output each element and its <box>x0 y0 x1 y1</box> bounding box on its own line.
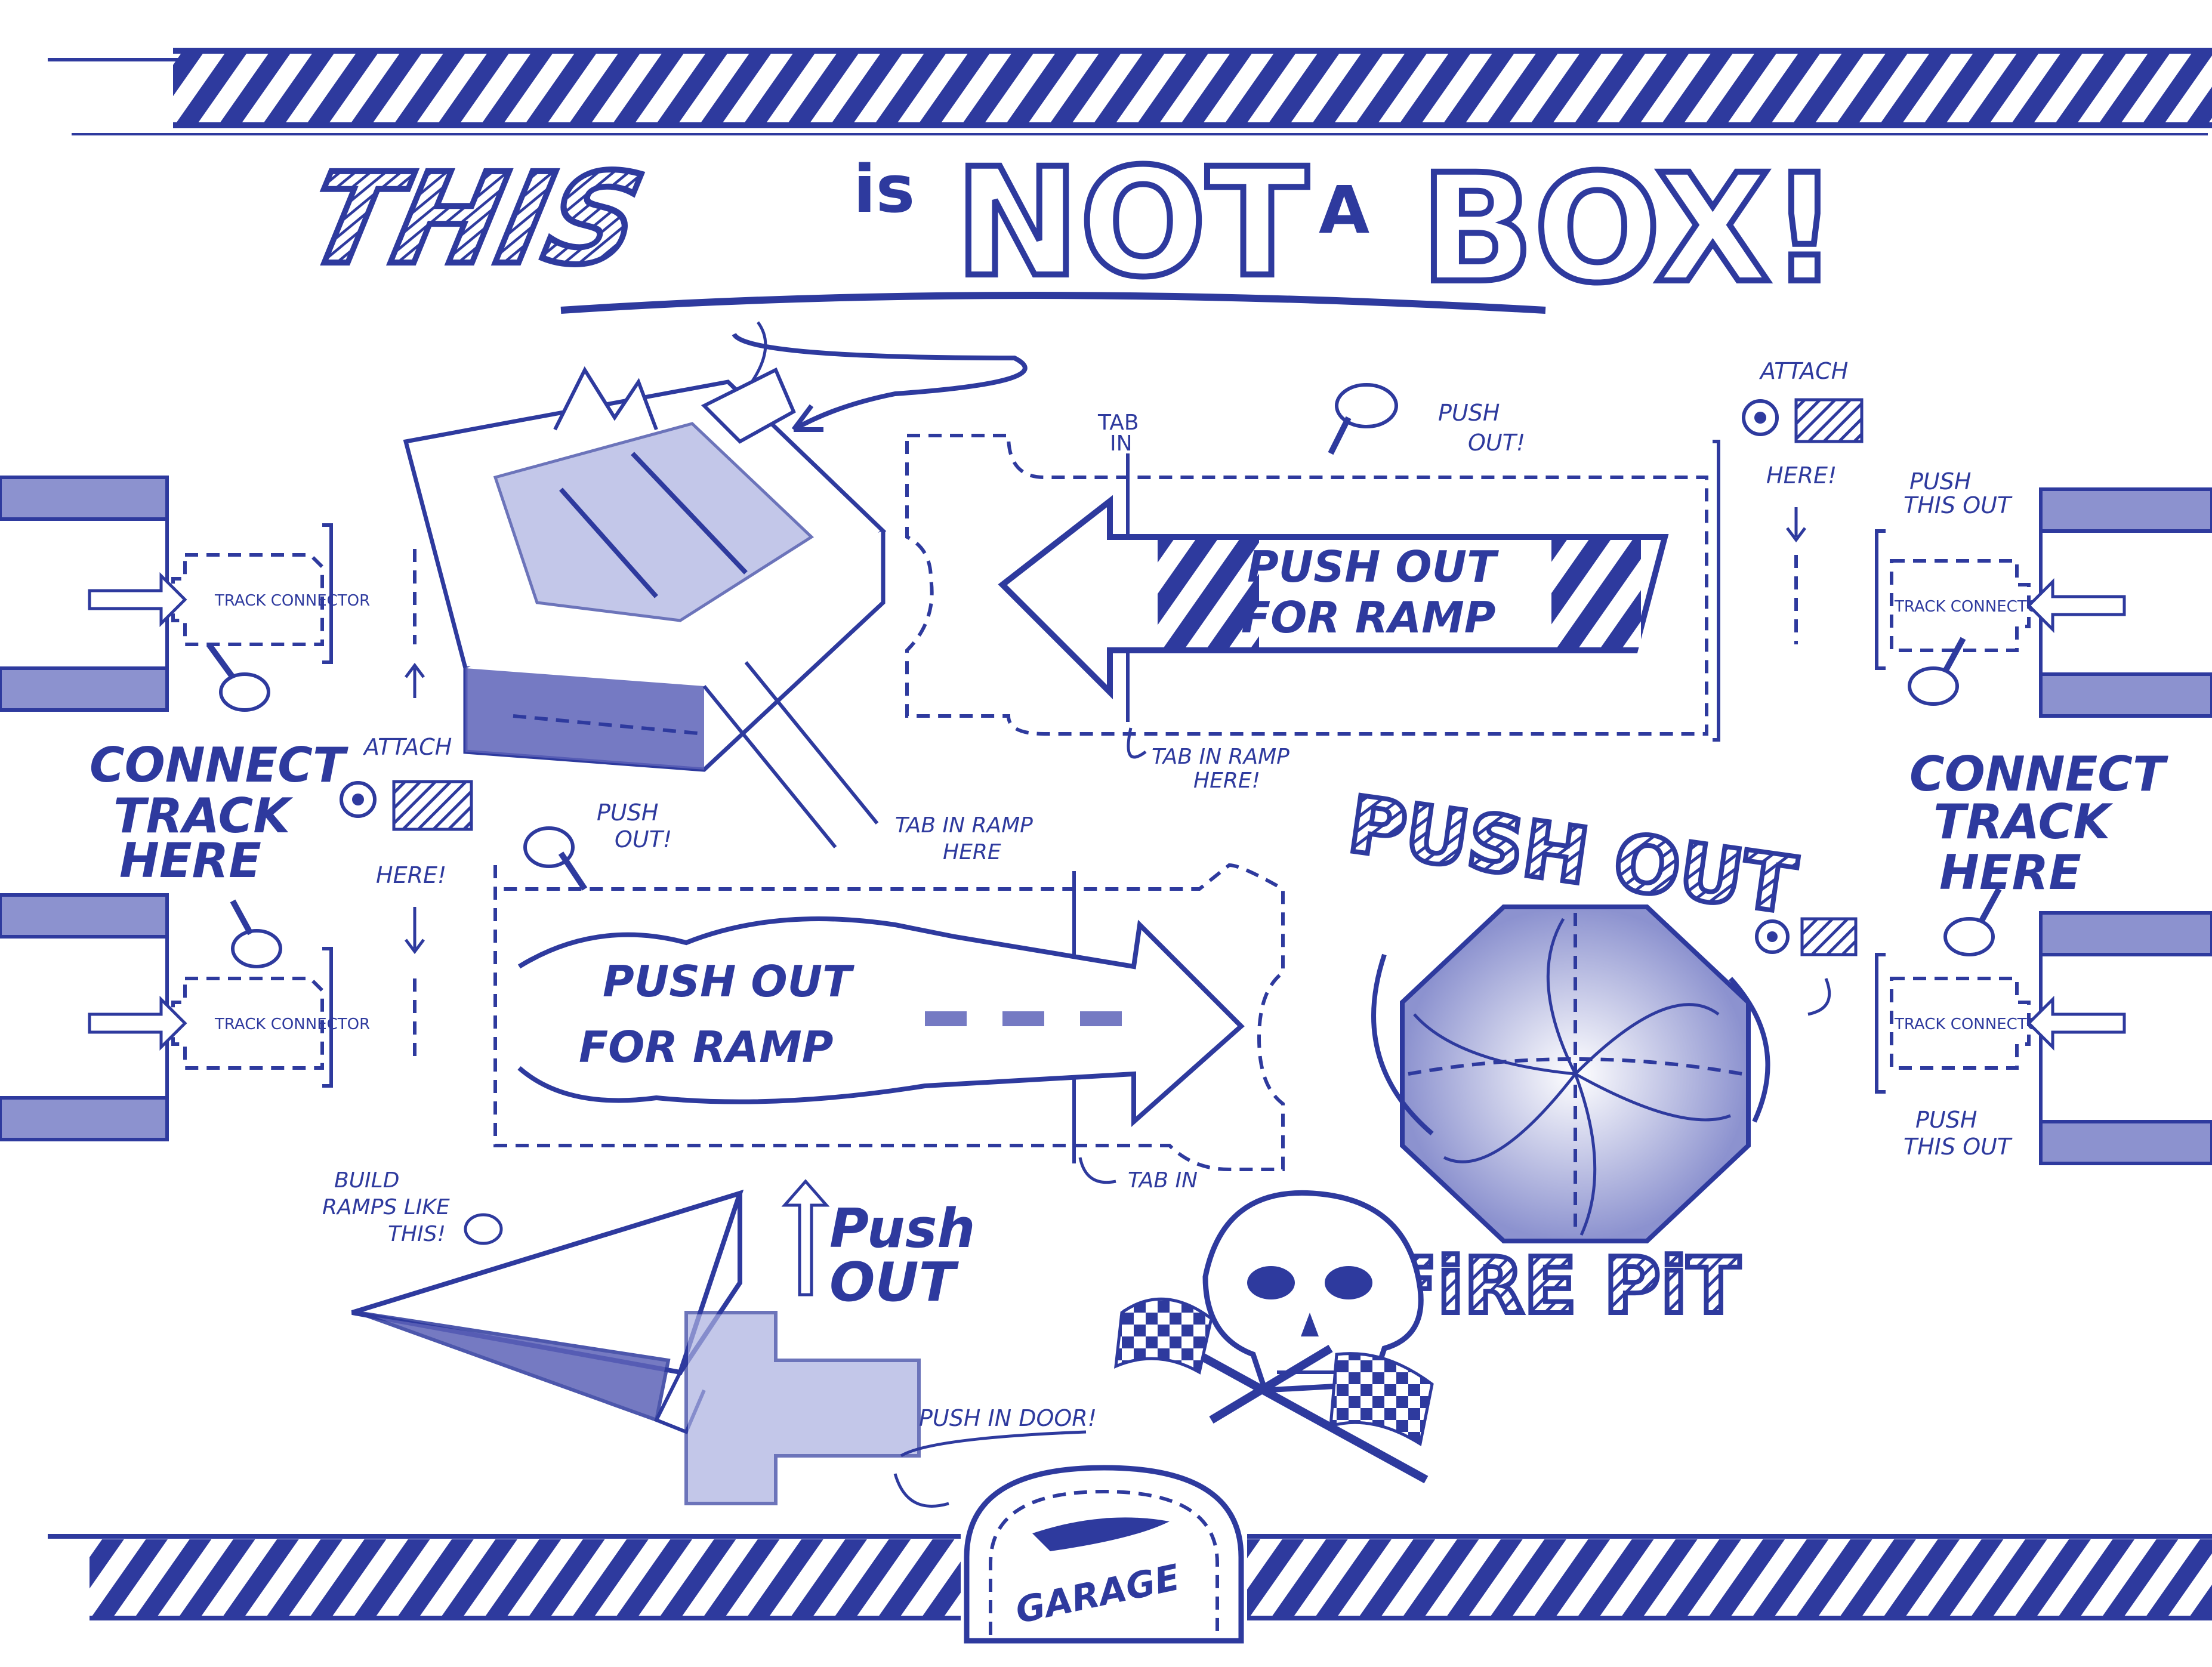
brick-icon <box>1800 917 1858 956</box>
track-connector-label: TRACK CONNECTOR <box>214 592 370 610</box>
svg-text:TAB: TAB <box>1097 410 1139 435</box>
title-swoosh-arrow <box>732 332 1028 432</box>
ramp-label-top-line1: PUSH OUT <box>1247 542 1499 592</box>
svg-text:HERE: HERE <box>119 833 261 888</box>
checkered-flag-icon <box>1329 1352 1434 1447</box>
arrow-right-icon <box>88 995 187 1051</box>
svg-text:Push: Push <box>829 1197 975 1260</box>
svg-text:ATTACH: ATTACH <box>1759 358 1848 384</box>
pointing-hand-icon <box>464 1213 503 1245</box>
attach-here-top-right: ATTACH HERE! <box>1742 358 1864 644</box>
arrow-up-icon <box>781 1179 830 1296</box>
ramp-label-mid-line1: PUSH OUT <box>603 956 854 1007</box>
svg-text:IN: IN <box>1110 431 1133 456</box>
title-a: A <box>1319 172 1369 248</box>
track-connector-right-lower: TRACK CONNECTOR PUSH THIS OUT <box>1875 953 2126 1160</box>
ramp-piece-top: PUSH OUT FOR RAMP TAB IN TAB IN RAMP HER… <box>905 383 1720 793</box>
right-track-lower <box>2039 911 2212 1165</box>
pointing-hand-icon <box>1328 383 1398 455</box>
svg-text:OUT!: OUT! <box>1468 430 1525 456</box>
top-track-stripe <box>48 48 2212 135</box>
pointing-hand-icon <box>1908 637 1966 706</box>
svg-text:CONNECT: CONNECT <box>90 737 348 793</box>
svg-text:PUSH: PUSH <box>1438 400 1500 426</box>
title-underline <box>560 292 1546 314</box>
svg-text:ATTACH: ATTACH <box>362 734 452 760</box>
svg-text:OUT: OUT <box>829 1251 960 1314</box>
brick-icon <box>392 780 473 831</box>
svg-text:TAB IN RAMP: TAB IN RAMP <box>1152 745 1289 769</box>
pointing-hand-icon <box>230 899 282 968</box>
ramp-box-sketch <box>403 321 887 848</box>
ramp-piece-mid: PUSH OUT FOR RAMP TAB IN RAMP HERE TAB I… <box>493 799 1285 1193</box>
svg-text:PUSH IN DOOR!: PUSH IN DOOR! <box>919 1405 1097 1431</box>
attach-here-firepit <box>1755 917 1858 1016</box>
svg-text:PUSH: PUSH <box>1909 468 1971 495</box>
svg-text:TAB IN RAMP: TAB IN RAMP <box>895 813 1033 838</box>
garage: PUSH IN DOOR! GARAGE <box>893 1405 1244 1644</box>
svg-text:HERE: HERE <box>943 840 1001 865</box>
build-ramps-example: BUILD RAMPS LIKE THIS! Push OUT <box>322 1168 975 1505</box>
svg-text:RAMPS LIKE: RAMPS LIKE <box>322 1195 450 1220</box>
svg-text:PUSH: PUSH <box>597 799 658 826</box>
svg-text:THIS OUT: THIS OUT <box>1904 1134 2013 1160</box>
garage-door <box>964 1465 1244 1644</box>
fire-pit-label: FiRE PiT <box>1384 1240 1740 1331</box>
skull-flag <box>1114 1190 1434 1484</box>
svg-text:TRACK: TRACK <box>1933 794 2113 850</box>
connect-track-here-left: CONNECT TRACK HERE <box>90 643 348 968</box>
title-this: THIS <box>296 147 654 292</box>
pointing-hand-icon <box>206 643 270 712</box>
svg-text:PUSH: PUSH <box>1915 1107 1977 1133</box>
connect-track-here-right: CONNECT TRACK HERE <box>1908 637 2168 956</box>
fire-pit: PUSH OUT FiRE PiT <box>1341 776 1803 1333</box>
track-connector-left-upper: TRACK CONNECTOR <box>88 523 370 664</box>
swoosh-logo-icon <box>1032 1517 1170 1551</box>
svg-text:BUILD: BUILD <box>334 1168 399 1193</box>
title-is: is <box>853 151 915 227</box>
pointing-hand-icon <box>523 826 588 891</box>
ramp-label-top-line2: FOR RAMP <box>1241 592 1495 643</box>
ramp-label-mid-line2: FOR RAMP <box>579 1022 833 1072</box>
track-connector-left-lower: TRACK CONNECTOR <box>88 947 370 1088</box>
arrow-right-icon <box>88 572 187 628</box>
title-not: NOT <box>955 136 1308 310</box>
pointing-hand-icon <box>1943 887 2002 956</box>
svg-text:HERE!: HERE! <box>1766 462 1837 489</box>
left-track-lower <box>0 893 169 1141</box>
svg-text:HERE: HERE <box>1939 845 2081 900</box>
svg-text:TAB IN: TAB IN <box>1128 1168 1198 1193</box>
title-box: BOX! <box>1420 142 1838 316</box>
flame-arrow-right-icon <box>517 916 1245 1127</box>
skull-icon <box>1202 1190 1424 1393</box>
arrow-left-icon <box>2026 995 2126 1051</box>
track-connector-label: TRACK CONNECTOR <box>214 1015 370 1033</box>
bottom-track-stripe <box>48 1534 2212 1620</box>
svg-text:THIS OUT: THIS OUT <box>1904 492 2013 518</box>
svg-text:CONNECT: CONNECT <box>1909 746 2168 802</box>
title: THIS is NOT A BOX! <box>293 133 1841 432</box>
svg-text:TRACK: TRACK <box>113 788 293 844</box>
brick-icon <box>1794 398 1864 443</box>
track-connector-label: TRACK CONNECTOR <box>1894 1015 2050 1033</box>
arrow-left-icon <box>2026 578 2126 634</box>
track-connector-label: TRACK CONNECTOR <box>1894 598 2050 616</box>
svg-text:THIS!: THIS! <box>388 1222 446 1246</box>
track-connector-right-upper: TRACK CONNECTOR PUSH THIS OUT <box>1875 468 2126 670</box>
svg-text:OUT!: OUT! <box>615 826 672 853</box>
right-track-upper <box>2039 487 2212 718</box>
svg-text:HERE!: HERE! <box>1193 768 1260 793</box>
svg-text:HERE!: HERE! <box>376 862 446 888</box>
checkered-flag-icon <box>1114 1297 1213 1375</box>
attach-here-left: ATTACH HERE! <box>340 549 473 1062</box>
